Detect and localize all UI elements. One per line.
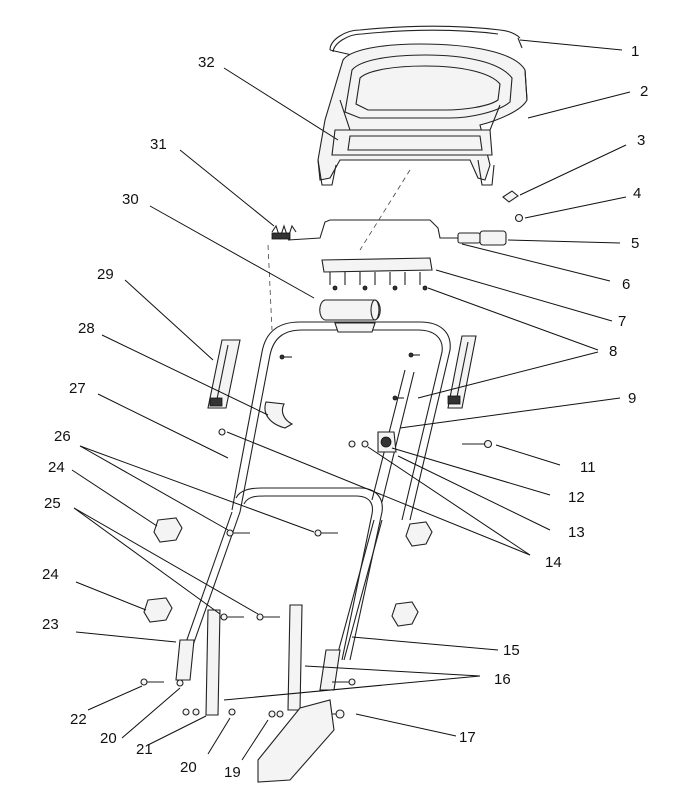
- side-rail-right-part: [447, 335, 477, 409]
- callout-label: 30: [122, 191, 139, 208]
- callout-label: 3: [637, 132, 645, 149]
- callout-label: 31: [150, 136, 167, 153]
- callout-label: 8: [609, 343, 617, 360]
- callout-label: 32: [198, 54, 215, 71]
- callout-label: 1: [631, 43, 639, 60]
- callout-label: 29: [97, 266, 114, 283]
- bolt-part: [220, 439, 493, 621]
- bail-wire-part: [329, 25, 523, 56]
- callout-label: 17: [459, 729, 476, 746]
- cam-knob-part: [143, 597, 173, 623]
- control-rod-part: [287, 219, 507, 246]
- callout-label: 24: [42, 566, 59, 583]
- callout-label: 7: [618, 313, 626, 330]
- callout-label: 21: [136, 741, 153, 758]
- cam-knob-part: [405, 521, 433, 547]
- callout-label: 11: [580, 459, 596, 476]
- bracket-part: [502, 190, 519, 203]
- handle-latch-part: [264, 401, 294, 429]
- callout-label: 20: [180, 759, 197, 776]
- callout-label: 22: [70, 711, 87, 728]
- alignment-line: [267, 244, 273, 331]
- nut-part: [514, 213, 524, 223]
- deck-fragment-part: [257, 699, 335, 783]
- callout-label: 2: [640, 83, 648, 100]
- callout-label: 28: [78, 320, 95, 337]
- callout-label: 9: [628, 390, 636, 407]
- callout-label: 14: [545, 554, 562, 571]
- callout-label: 26: [54, 428, 71, 445]
- callout-label: 4: [633, 185, 641, 202]
- comb-bracket-part: [321, 257, 433, 291]
- fastener-part: [140, 678, 356, 719]
- upper-handle-part: [231, 321, 451, 521]
- callout-label: 24: [48, 459, 65, 476]
- alignment-line: [359, 169, 411, 251]
- callout-label: 27: [69, 380, 86, 397]
- cam-knob-part: [153, 517, 183, 543]
- callout-label: 16: [494, 671, 511, 688]
- callout-label: 13: [568, 524, 585, 541]
- callout-label: 20: [100, 730, 117, 747]
- adjuster-knob-part: [348, 431, 397, 453]
- cam-knob-part: [391, 601, 419, 627]
- callout-label: 25: [44, 495, 61, 512]
- lower-handle-part: [183, 369, 415, 661]
- leader-lines: [71, 39, 631, 761]
- pivot-link-part: [205, 604, 303, 716]
- side-rail-left-part: [207, 339, 241, 409]
- callout-label: 15: [503, 642, 520, 659]
- callout-label: 6: [622, 276, 630, 293]
- handle-bracket-part: [175, 639, 341, 691]
- grass-bag-frame-part: [317, 43, 528, 186]
- spring-part: [271, 224, 297, 240]
- callout-label: 23: [42, 616, 59, 633]
- callout-label: 5: [631, 235, 639, 252]
- callout-label: 12: [568, 489, 585, 506]
- foam-grip-part: [319, 299, 381, 321]
- callout-label: 19: [224, 764, 241, 781]
- screw-part: [218, 352, 420, 436]
